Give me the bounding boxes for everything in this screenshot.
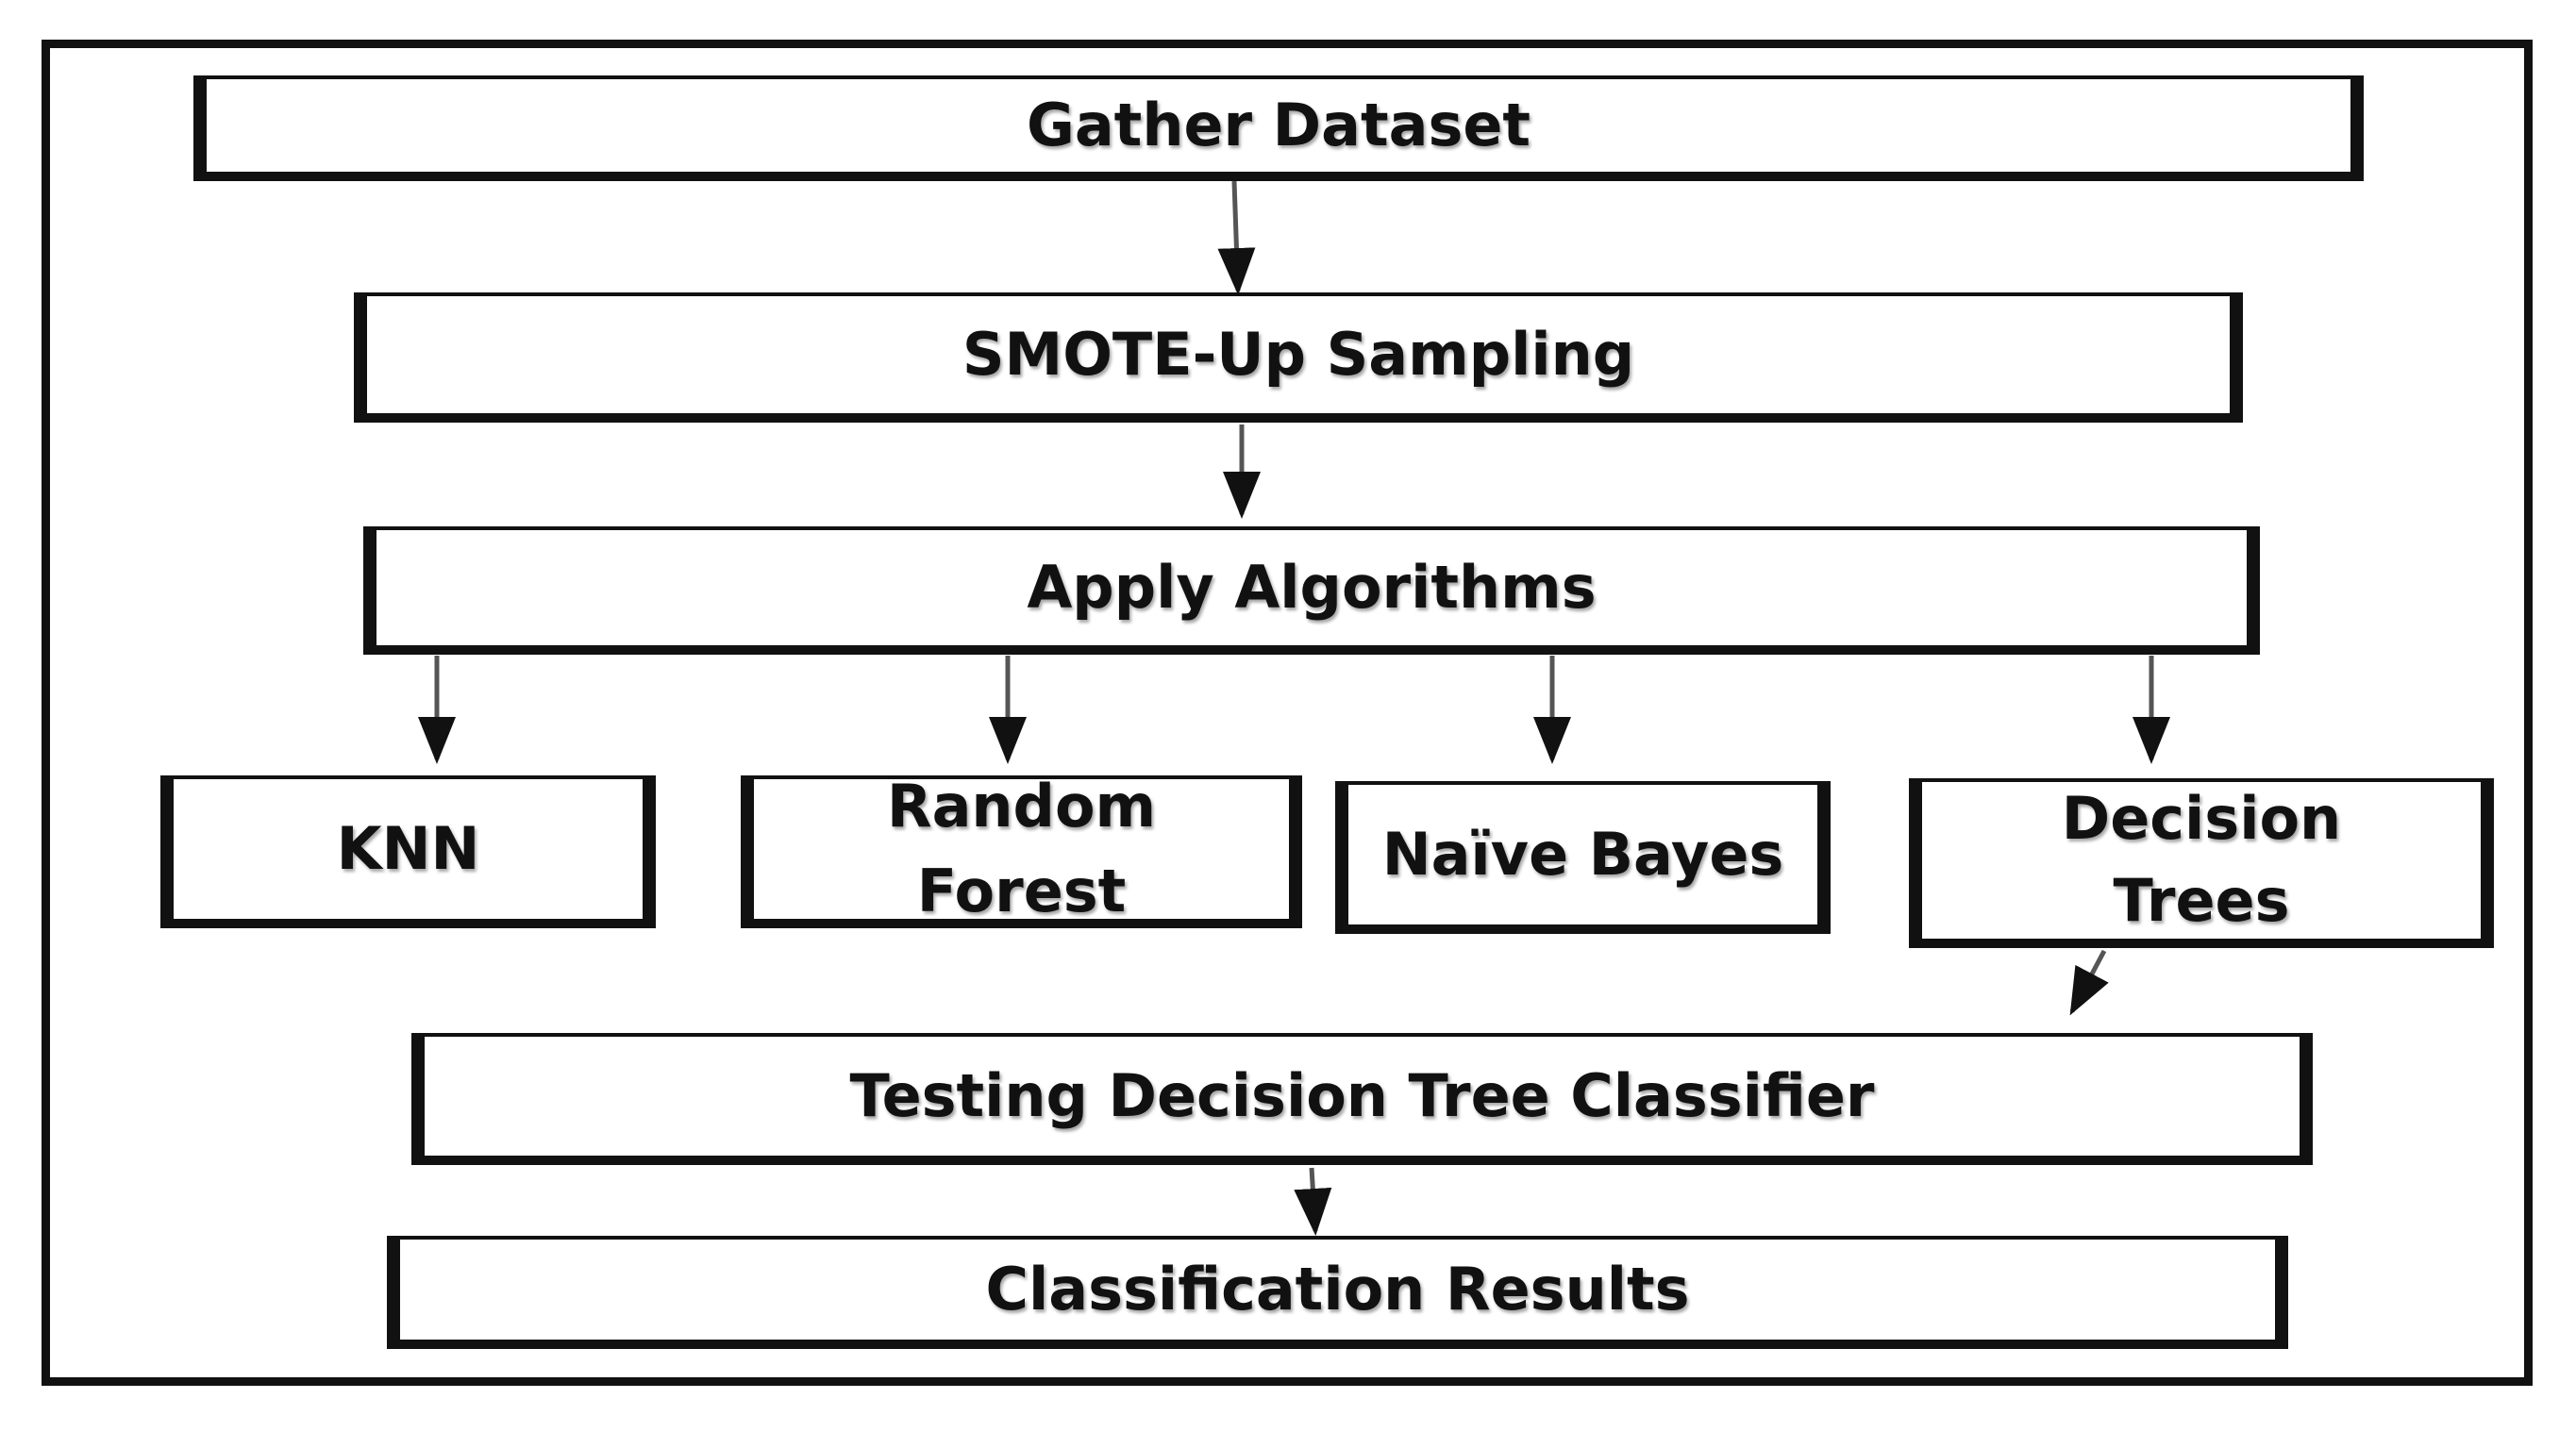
node-apply-algorithms: Apply Algorithms	[363, 526, 2260, 655]
node-knn: KNN	[160, 775, 656, 928]
edge-testing-to-results	[1294, 1167, 1332, 1236]
node-gather-dataset: Gather Dataset	[193, 75, 2364, 181]
node-naive-bayes: Naïve Bayes	[1335, 781, 1831, 934]
node-label: KNN	[336, 813, 480, 883]
node-label: Naïve Bayes	[1381, 819, 1784, 889]
edge-dt-to-testing	[2069, 949, 2109, 1016]
node-label: Random Forest	[886, 772, 1157, 925]
node-label: Decision Trees	[2061, 784, 2342, 935]
node-label: SMOTE-Up Sampling	[962, 319, 1635, 389]
node-smote-up-sampling: SMOTE-Up Sampling	[354, 292, 2243, 423]
node-classification-results: Classification Results	[387, 1236, 2288, 1349]
node-label: Classification Results	[985, 1254, 1690, 1324]
node-random-forest: Random Forest	[741, 772, 1302, 928]
node-decision-trees: Decision Trees	[1909, 778, 2494, 948]
node-label: Apply Algorithms	[1027, 552, 1597, 622]
diagram-frame	[42, 40, 2533, 1386]
node-testing-decision-tree-classifier: Testing Decision Tree Classifier	[411, 1033, 2313, 1165]
edge-gather-to-smote	[1217, 180, 1256, 295]
node-label: Testing Decision Tree Classifier	[849, 1060, 1875, 1130]
node-label: Gather Dataset	[1026, 90, 1531, 159]
